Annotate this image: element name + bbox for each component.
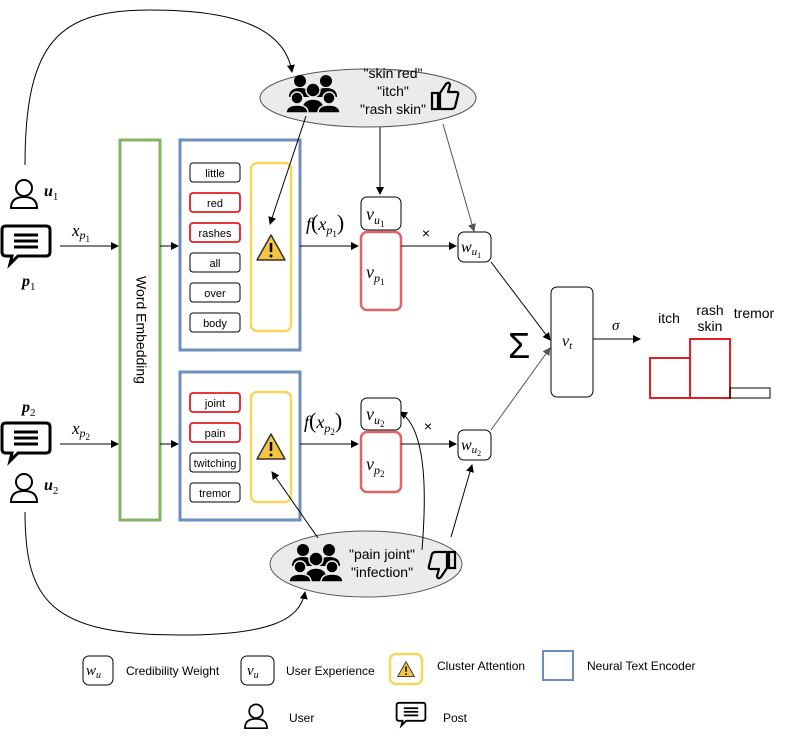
cluster-top-line1: "skin red": [364, 65, 423, 81]
top-token-box: [189, 222, 241, 243]
user-experience-vu2: [360, 397, 402, 431]
vt-label: vt: [562, 333, 573, 352]
bottom-token-box: [189, 452, 241, 473]
post1-label: p1: [20, 273, 36, 293]
cluster-to-attention-bottom-arrow: [271, 471, 319, 539]
sum-symbol: Σ: [508, 325, 530, 366]
legend-experience-text: User Experience: [286, 664, 375, 678]
user2-to-cluster-arrow: [24, 511, 308, 636]
top-token-box: [189, 192, 241, 213]
post-embedding-vp1: [359, 230, 403, 312]
multiply-sign-top: ×: [422, 225, 430, 241]
wu1-to-vt-arrow: [490, 261, 551, 341]
f-x-p1-label: f(xp1): [306, 210, 344, 239]
post-embedding-vp2: [359, 430, 403, 494]
feedback-to-wu2-arrow: [450, 464, 474, 538]
legend-credibility-symbol: [82, 655, 114, 686]
vp2-label: vp2: [366, 454, 385, 479]
input1-label: xp1: [71, 221, 90, 244]
wu1-label: wu1: [461, 239, 481, 260]
wu2-to-vt-arrow: [490, 347, 551, 431]
output-label-tremor: tremor: [734, 305, 775, 321]
post2-icon: [0, 421, 52, 463]
output-label-itch: itch: [658, 310, 680, 326]
cluster-top-line3: "rash skin": [360, 101, 426, 117]
legend-post-text: Post: [443, 711, 468, 725]
vu2-label: vu2: [366, 404, 385, 429]
cluster-top-line2: "itch": [377, 83, 409, 99]
top-token-box: [189, 282, 241, 303]
output-bar-rash-skin: [689, 338, 731, 399]
user2-icon: [10, 473, 38, 503]
token-list-bottom: joint pain twitching tremor: [189, 392, 241, 503]
feedback-to-wu1-arrow: [442, 123, 476, 232]
wu2-label: wu2: [461, 437, 481, 458]
bottom-token-text: tremor: [199, 488, 231, 500]
legend-credibility-text: Credibility Weight: [126, 664, 220, 678]
bottom-token-box: [189, 392, 241, 413]
legend-encoder-symbol: [542, 650, 574, 681]
word-embedding-box: [118, 138, 162, 522]
bottom-token-box: [189, 422, 241, 443]
user1-label: u1: [44, 183, 58, 203]
legend-encoder-text: Neural Text Encoder: [587, 659, 696, 673]
cluster-to-vu2-arrow: [399, 411, 425, 551]
top-token-box: [189, 252, 241, 273]
output-label-rash: rash: [696, 302, 723, 318]
legend-wu-label: wu: [86, 663, 101, 681]
legend: wu Credibility Weight vu User Experience…: [82, 650, 696, 730]
cluster-to-attention-top-arrow: [268, 115, 307, 225]
output-bar-tremor: [729, 387, 771, 399]
cluster-bottom-line1: "pain joint": [349, 546, 415, 562]
bottom-token-box: [189, 482, 241, 503]
post2-label: p2: [20, 399, 36, 419]
word-embedding-label: Word Embedding: [133, 276, 149, 384]
bottom-token-text: pain: [205, 428, 226, 440]
vp1-label: vp1: [366, 262, 385, 287]
top-token-text: over: [204, 288, 226, 300]
multiply-sign-bottom: ×: [424, 418, 432, 434]
top-token-box: [189, 312, 241, 333]
f-x-p2-label: f(xp2): [304, 408, 342, 437]
user2-label: u2: [44, 477, 58, 497]
vu1-label: vu1: [366, 204, 385, 229]
credibility-weight-wu2: [457, 429, 492, 461]
top-token-box: [189, 162, 241, 183]
sigma-label: σ: [612, 318, 620, 334]
legend-vu-label: vu: [247, 663, 259, 681]
output-label-skin: skin: [698, 318, 723, 334]
input2-label: xp2: [71, 419, 90, 442]
legend-post-icon: [395, 701, 427, 727]
user-experience-vu1: [360, 196, 402, 231]
top-token-text: red: [207, 198, 223, 210]
cluster-bottom-line2: "infection": [351, 564, 413, 580]
output-bar-itch: [649, 357, 691, 399]
bottom-token-text: joint: [204, 398, 225, 410]
top-token-text: all: [209, 258, 220, 270]
top-token-text: body: [203, 318, 227, 330]
top-token-text: rashes: [198, 228, 232, 240]
top-token-text: little: [205, 168, 225, 180]
user1-to-cluster-arrow: [24, 9, 295, 166]
legend-user-text: User: [289, 711, 314, 725]
user1-icon: [10, 179, 38, 209]
credibility-weight-wu1: [457, 231, 492, 263]
legend-experience-symbol: [240, 655, 275, 686]
bottom-token-text: twitching: [194, 458, 237, 470]
legend-user-icon: [244, 703, 268, 730]
aggregated-vector-vt: [550, 286, 594, 398]
post1-icon: [0, 224, 52, 266]
token-list-top: little red rashes all over body: [189, 162, 241, 333]
legend-cluster-text: Cluster Attention: [437, 659, 525, 673]
